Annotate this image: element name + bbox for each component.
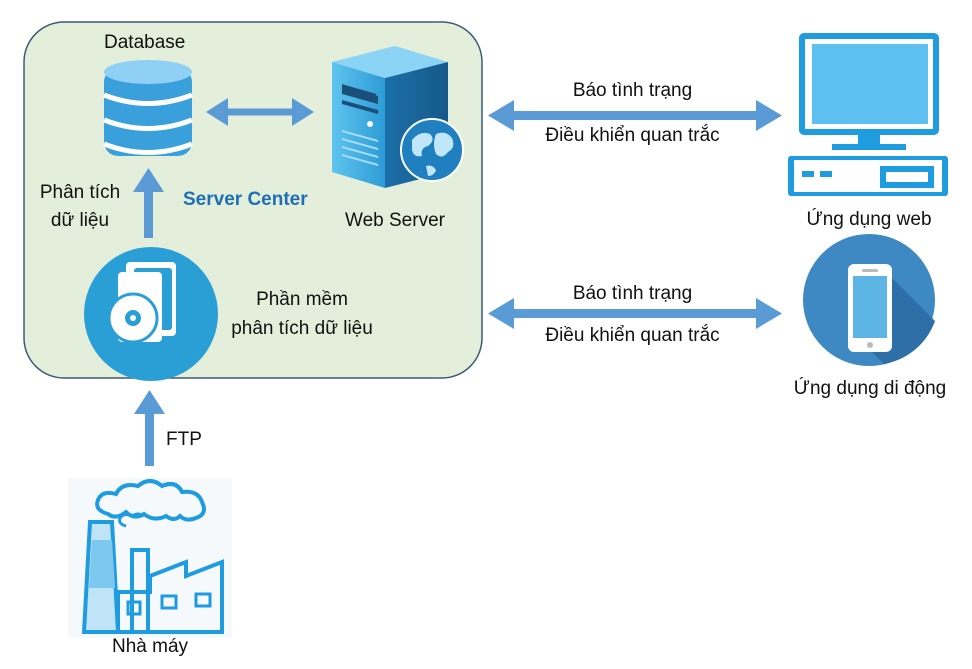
globe-icon [400, 118, 464, 182]
factory-label: Nhà máy [111, 636, 189, 657]
ftp-label: FTP [166, 429, 202, 450]
software-label-line1: Phần mềm [256, 289, 348, 310]
software-disc-icon [84, 247, 218, 381]
analysis-step-label: Phân tích dữ liệu [30, 181, 130, 233]
mobile-app-label: Ứng dụng di động [793, 378, 947, 399]
software-label-line2: phân tích dữ liệu [231, 318, 373, 339]
database-label: Database [104, 32, 186, 53]
software-label: Phần mềm phân tích dữ liệu [212, 288, 392, 341]
web-server-label: Web Server [345, 210, 445, 231]
db-server-arrow [206, 98, 314, 126]
database-icon [103, 60, 193, 156]
mobile-status-label: Báo tình trạng [572, 283, 693, 304]
mobile-app-link-arrow [488, 298, 782, 329]
analysis-step-label-line1: Phân tích [39, 182, 121, 203]
web-app-link-arrow [488, 100, 782, 131]
ftp-arrow [134, 390, 165, 466]
analysis-arrow [133, 168, 164, 238]
server-center-title: Server Center [183, 189, 308, 210]
web-app-label: Ứng dụng web [806, 209, 932, 230]
web-status-label: Báo tình trạng [572, 80, 693, 101]
factory-icon [68, 478, 232, 638]
smartphone-icon [803, 234, 935, 366]
web-control-label: Điều khiển quan trắc [545, 125, 720, 146]
analysis-step-label-line2: dữ liệu [50, 210, 110, 231]
monitor-icon [788, 33, 948, 196]
mobile-control-label: Điều khiển quan trắc [545, 325, 720, 346]
